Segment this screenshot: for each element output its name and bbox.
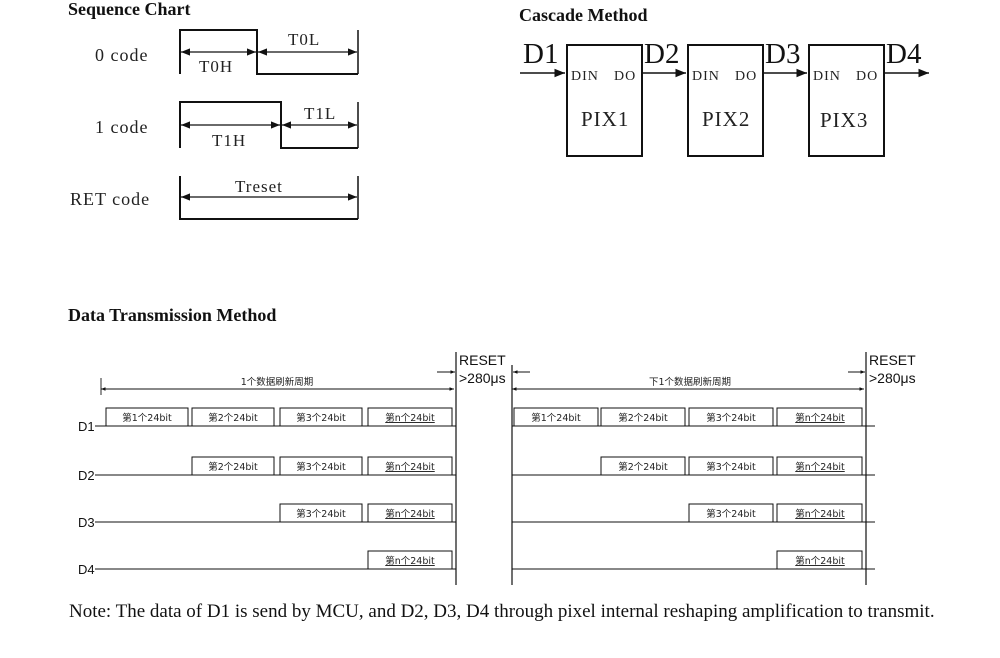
- period-next-label: 下1个数据刷新周期: [649, 376, 731, 388]
- code1-waveform: [179, 101, 358, 149]
- packet-label: 第n个24bit: [385, 461, 435, 473]
- code1-low-label: T1L: [304, 104, 336, 123]
- reset-time-1: >280μs: [459, 370, 506, 386]
- packet-label: 第3个24bit: [296, 412, 346, 424]
- line-label-d3: D3: [78, 515, 95, 530]
- pix1-din-label: DIN: [571, 69, 599, 84]
- cascade-diagram: D1 D2 D3 D4 DIN DO DIN DO DIN DO PIX1 PI…: [520, 38, 929, 157]
- packet-label: 第3个24bit: [706, 461, 756, 473]
- packet-label: 第3个24bit: [296, 508, 346, 520]
- pix2-din-label: DIN: [692, 69, 720, 84]
- packet-label: 第2个24bit: [618, 412, 668, 424]
- note-text: Note: The data of D1 is send by MCU, and…: [69, 601, 935, 622]
- packet-box: [105, 407, 189, 427]
- packet-box: [191, 407, 275, 427]
- line-label-d4: D4: [78, 562, 95, 577]
- period-current-label: 1个数据刷新周期: [241, 376, 314, 388]
- pix2-do-label: DO: [735, 69, 757, 84]
- packet-label: 第3个24bit: [296, 461, 346, 473]
- packet-box: [776, 456, 863, 476]
- code0-timing: 0 code T0H T0L: [95, 29, 359, 76]
- packet-label: 第1个24bit: [122, 412, 172, 424]
- packet-box: [279, 503, 363, 523]
- packet-box: [367, 550, 453, 570]
- packet-label: 第n个24bit: [795, 555, 845, 567]
- code1-label: 1 code: [95, 117, 148, 137]
- pix3-do-label: DO: [856, 69, 878, 84]
- code0-label: 0 code: [95, 45, 148, 65]
- cascade-node-d2: D2: [644, 38, 679, 70]
- pixel-name-2: PIX2: [702, 107, 750, 131]
- reset-time-2: >280μs: [869, 370, 916, 386]
- packet-box: [367, 503, 453, 523]
- code0-low-label: T0L: [288, 30, 320, 49]
- packet-box: [776, 503, 863, 523]
- sequence-chart-title: Sequence Chart: [68, 0, 191, 19]
- pix1-do-label: DO: [614, 69, 636, 84]
- code0-waveform: [179, 29, 358, 75]
- packet-label: 第n个24bit: [385, 508, 435, 520]
- packet-box: [688, 503, 774, 523]
- cascade-node-d3: D3: [765, 38, 800, 70]
- pixel-name-1: PIX1: [581, 107, 629, 131]
- packet-box: [513, 407, 599, 427]
- ret-label: RET code: [70, 189, 150, 209]
- packet-label: 第3个24bit: [706, 508, 756, 520]
- reset-label-2: RESET: [869, 352, 916, 368]
- packet-box: [600, 407, 686, 427]
- packet-label: 第n个24bit: [795, 461, 845, 473]
- packet-label: 第2个24bit: [618, 461, 668, 473]
- ret-waveform: [179, 176, 358, 220]
- pixel-box-2: [687, 44, 764, 157]
- packet-box: [279, 456, 363, 476]
- packet-label: 第n个24bit: [385, 412, 435, 424]
- code0-high-label: T0H: [199, 57, 233, 76]
- line-label-d2: D2: [78, 468, 95, 483]
- packet-box: [776, 407, 863, 427]
- packet-label: 第3个24bit: [706, 412, 756, 424]
- pixel-name-3: PIX3: [820, 108, 868, 132]
- cascade-title: Cascade Method: [519, 5, 648, 25]
- ret-span-label: Treset: [235, 177, 283, 196]
- code1-timing: 1 code T1H T1L: [95, 101, 359, 150]
- packet-label: 第n个24bit: [795, 412, 845, 424]
- code1-high-label: T1H: [212, 131, 246, 150]
- packet-label: 第n个24bit: [795, 508, 845, 520]
- pixel-box-3: [808, 44, 885, 157]
- packet-box: [367, 407, 453, 427]
- pixel-box-1: [566, 44, 643, 157]
- packet-box: [688, 407, 774, 427]
- cascade-node-d1: D1: [523, 38, 558, 70]
- packet-box: [688, 456, 774, 476]
- packet-label: 第n个24bit: [385, 555, 435, 567]
- packet-label: 第1个24bit: [531, 412, 581, 424]
- reset-label-1: RESET: [459, 352, 506, 368]
- pix3-din-label: DIN: [813, 69, 841, 84]
- cascade-node-d4: D4: [886, 38, 922, 70]
- transmission-title: Data Transmission Method: [68, 305, 276, 325]
- packet-box: [367, 456, 453, 476]
- packet-label: 第2个24bit: [208, 461, 258, 473]
- line-label-d1: D1: [78, 419, 95, 434]
- ret-timing: RET code Treset: [70, 176, 359, 220]
- packet-box: [776, 550, 863, 570]
- packet-box: [279, 407, 363, 427]
- transmission-diagram: 1个数据刷新周期 下1个数据刷新周期 RESET >280μs RESET >2…: [78, 352, 916, 585]
- packet-label: 第2个24bit: [208, 412, 258, 424]
- packet-box: [191, 456, 275, 476]
- packet-box: [600, 456, 686, 476]
